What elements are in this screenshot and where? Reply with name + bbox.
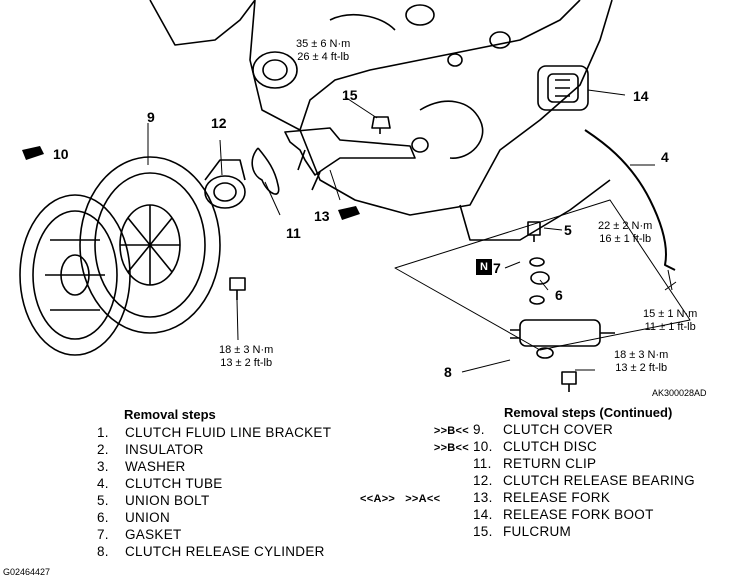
removal-steps-continued-list: >>B<<9.CLUTCH COVER >>B<<10.CLUTCH DISC …: [360, 422, 695, 541]
removal-steps-continued-heading: Removal steps (Continued): [504, 405, 673, 420]
release-fork-part: [284, 127, 416, 191]
callout-13: 13: [314, 208, 330, 224]
exploded-view-drawing: [19, 0, 691, 392]
removal-steps-heading: Removal steps: [124, 407, 216, 422]
list-item: 1.CLUTCH FLUID LINE BRACKET: [97, 425, 332, 440]
transmission-housing: [149, 0, 613, 241]
figure-code: AK300028AD: [652, 388, 707, 398]
list-item: >>B<<9.CLUTCH COVER: [433, 422, 614, 437]
callout-4: 4: [661, 149, 669, 165]
lubricant-icon: [22, 146, 360, 220]
list-item: <<A>> >>A<<13.RELEASE FORK: [360, 490, 611, 505]
list-item: 6.UNION: [97, 510, 170, 525]
page-code: G02464427: [3, 567, 51, 577]
list-item: 15.FULCRUM: [473, 524, 572, 539]
removal-steps-list: 1.CLUTCH FLUID LINE BRACKET 2.INSULATOR …: [97, 425, 331, 561]
list-item: 11.RETURN CLIP: [473, 456, 597, 471]
release-fork-boot-part: [537, 65, 589, 111]
fulcrum-part: [371, 116, 391, 134]
callout-9: 9: [147, 109, 155, 125]
release-bearing-part: [204, 159, 246, 209]
clutch-disc-part: [19, 194, 131, 356]
list-item: 5.UNION BOLT: [97, 493, 210, 508]
list-item: 3.WASHER: [97, 459, 186, 474]
release-cylinder-part: [510, 319, 615, 359]
callout-7: 7: [493, 260, 501, 276]
callout-10: 10: [53, 146, 69, 162]
callout-8: 8: [444, 364, 452, 380]
clutch-tube-part: [584, 129, 676, 271]
callout-11: 11: [286, 225, 301, 241]
callout-12: 12: [211, 115, 227, 131]
callout-15: 15: [342, 87, 358, 103]
callout-5: 5: [564, 222, 572, 238]
list-item: >>B<<10.CLUTCH DISC: [433, 439, 598, 454]
list-item: 4.CLUTCH TUBE: [97, 476, 223, 491]
list-item: 7.GASKET: [97, 527, 182, 542]
list-item: 8.CLUTCH RELEASE CYLINDER: [97, 544, 325, 559]
callout-14: 14: [633, 88, 649, 104]
return-clip-part: [251, 147, 280, 195]
callout-6: 6: [555, 287, 563, 303]
non-reusable-marker: N: [476, 259, 492, 275]
list-item: 14.RELEASE FORK BOOT: [473, 507, 654, 522]
list-item: 2.INSULATOR: [97, 442, 204, 457]
clutch-cover-part: [79, 156, 221, 334]
list-item: 12.CLUTCH RELEASE BEARING: [473, 473, 695, 488]
